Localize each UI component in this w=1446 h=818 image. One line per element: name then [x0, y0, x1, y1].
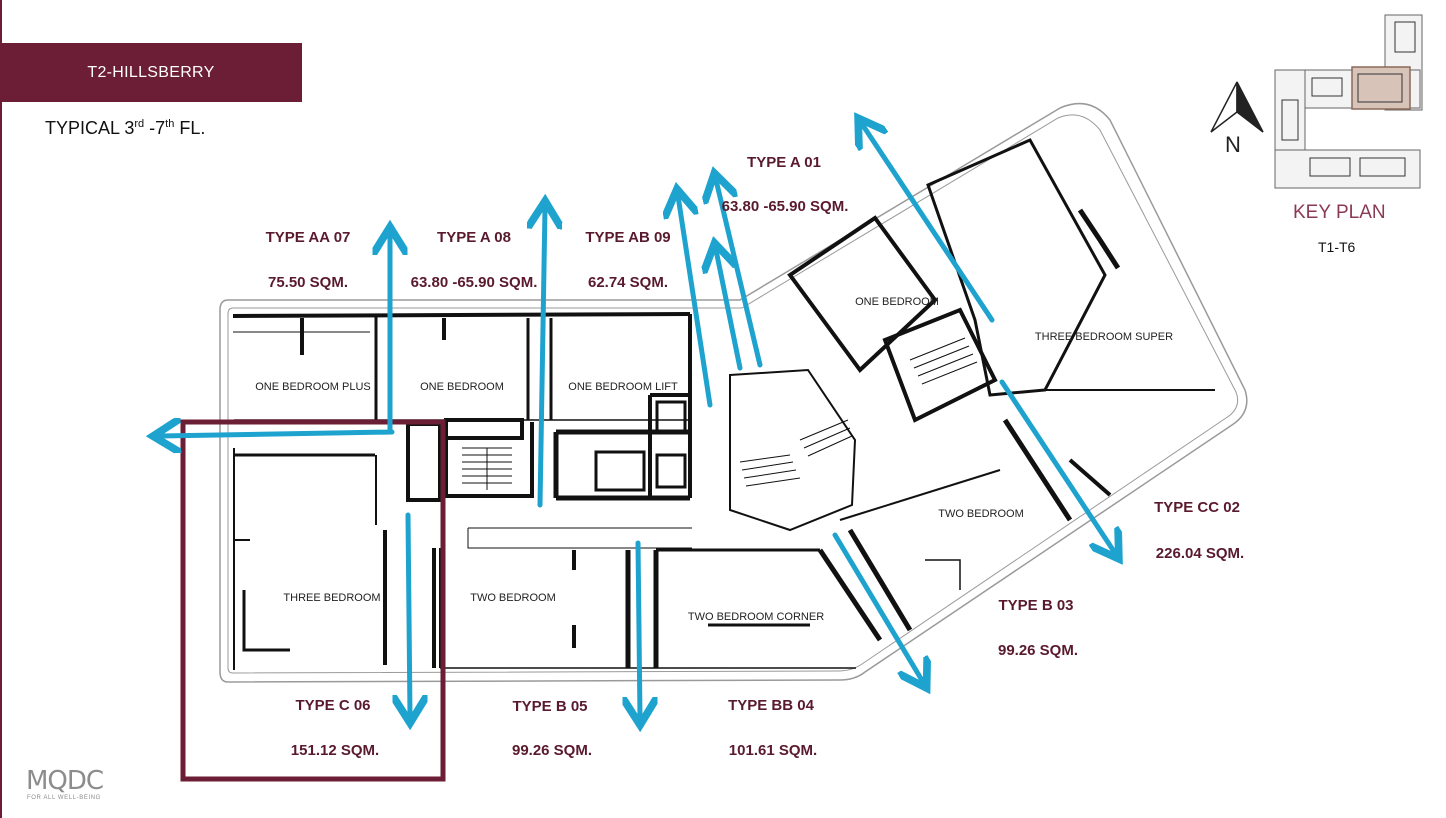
- key-plan-title: KEY PLAN: [1293, 202, 1386, 223]
- unit-area-label: 99.26 SQM.: [997, 642, 1079, 659]
- unit-area-label: 151.12 SQM.: [290, 742, 380, 759]
- view-arrow: [160, 432, 395, 436]
- unit-area-label: 62.74 SQM.: [587, 274, 669, 291]
- key-plan-map: [1274, 14, 1423, 189]
- unit-type-label: TYPE A 01: [747, 154, 821, 171]
- unit-type-label: TYPE A 08: [437, 229, 511, 246]
- north-arrow-icon: [1210, 81, 1264, 133]
- unit-type-label: TYPE C 06: [295, 697, 371, 714]
- room-label: ONE BEDROOM PLUS: [255, 381, 371, 393]
- floor-title: TYPICAL 3rd -7th FL.: [45, 118, 206, 138]
- view-arrow: [999, 379, 1115, 553]
- view-arrow: [716, 250, 743, 371]
- view-arrow: [638, 540, 640, 718]
- unit-type-label: TYPE BB 04: [728, 697, 814, 714]
- unit-area-label: 99.26 SQM.: [511, 742, 593, 759]
- unit-type-label: TYPE B 03: [998, 597, 1074, 614]
- north-label: N: [1225, 132, 1241, 157]
- brand-tagline: FOR ALL WELL-BEING: [27, 795, 101, 801]
- unit-area-label: 75.50 SQM.: [267, 274, 349, 291]
- room-label: ONE BEDROOM: [420, 381, 504, 393]
- room-label: TWO BEDROOM CORNER: [688, 611, 824, 623]
- left-accent-line: [0, 0, 2, 818]
- view-arrow: [678, 196, 713, 408]
- room-label: TWO BEDROOM: [470, 592, 556, 604]
- view-arrows: [160, 124, 1115, 718]
- room-label: THREE BEDROOM: [283, 592, 380, 604]
- key-plan-subtitle: T1-T6: [1318, 239, 1356, 255]
- interior-walls: [232, 138, 1215, 670]
- unit-type-label: TYPE B 05: [512, 698, 588, 715]
- project-banner: T2-HILLSBERRY: [0, 43, 302, 102]
- unit-type-label: TYPE AB 09: [585, 229, 671, 246]
- room-labels: ONE BEDROOM PLUS ONE BEDROOM ONE BEDROOM…: [255, 296, 1173, 623]
- room-label: TWO BEDROOM: [938, 508, 1024, 520]
- selected-unit-highlight: [180, 419, 446, 782]
- unit-area-label: 63.80 -65.90 SQM.: [410, 274, 538, 291]
- view-arrow: [408, 512, 410, 716]
- unit-type-label: TYPE AA 07: [265, 229, 351, 246]
- room-label: ONE BEDROOM LIFT: [568, 381, 678, 393]
- unit-area-label: 101.61 SQM.: [728, 742, 818, 759]
- view-arrow: [862, 124, 995, 323]
- room-label: ONE BEDROOM: [855, 296, 939, 308]
- unit-area-label: 63.80 -65.90 SQM.: [721, 198, 849, 215]
- unit-type-label: TYPE CC 02: [1154, 499, 1240, 516]
- unit-area-label: 226.04 SQM.: [1155, 545, 1245, 562]
- view-arrow: [832, 532, 923, 682]
- project-label: T2-HILLSBERRY: [87, 63, 215, 81]
- view-arrow: [716, 180, 763, 368]
- brand-logo: MQDC: [26, 766, 104, 796]
- view-arrow: [540, 208, 545, 508]
- room-label: THREE BEDROOM SUPER: [1035, 331, 1173, 343]
